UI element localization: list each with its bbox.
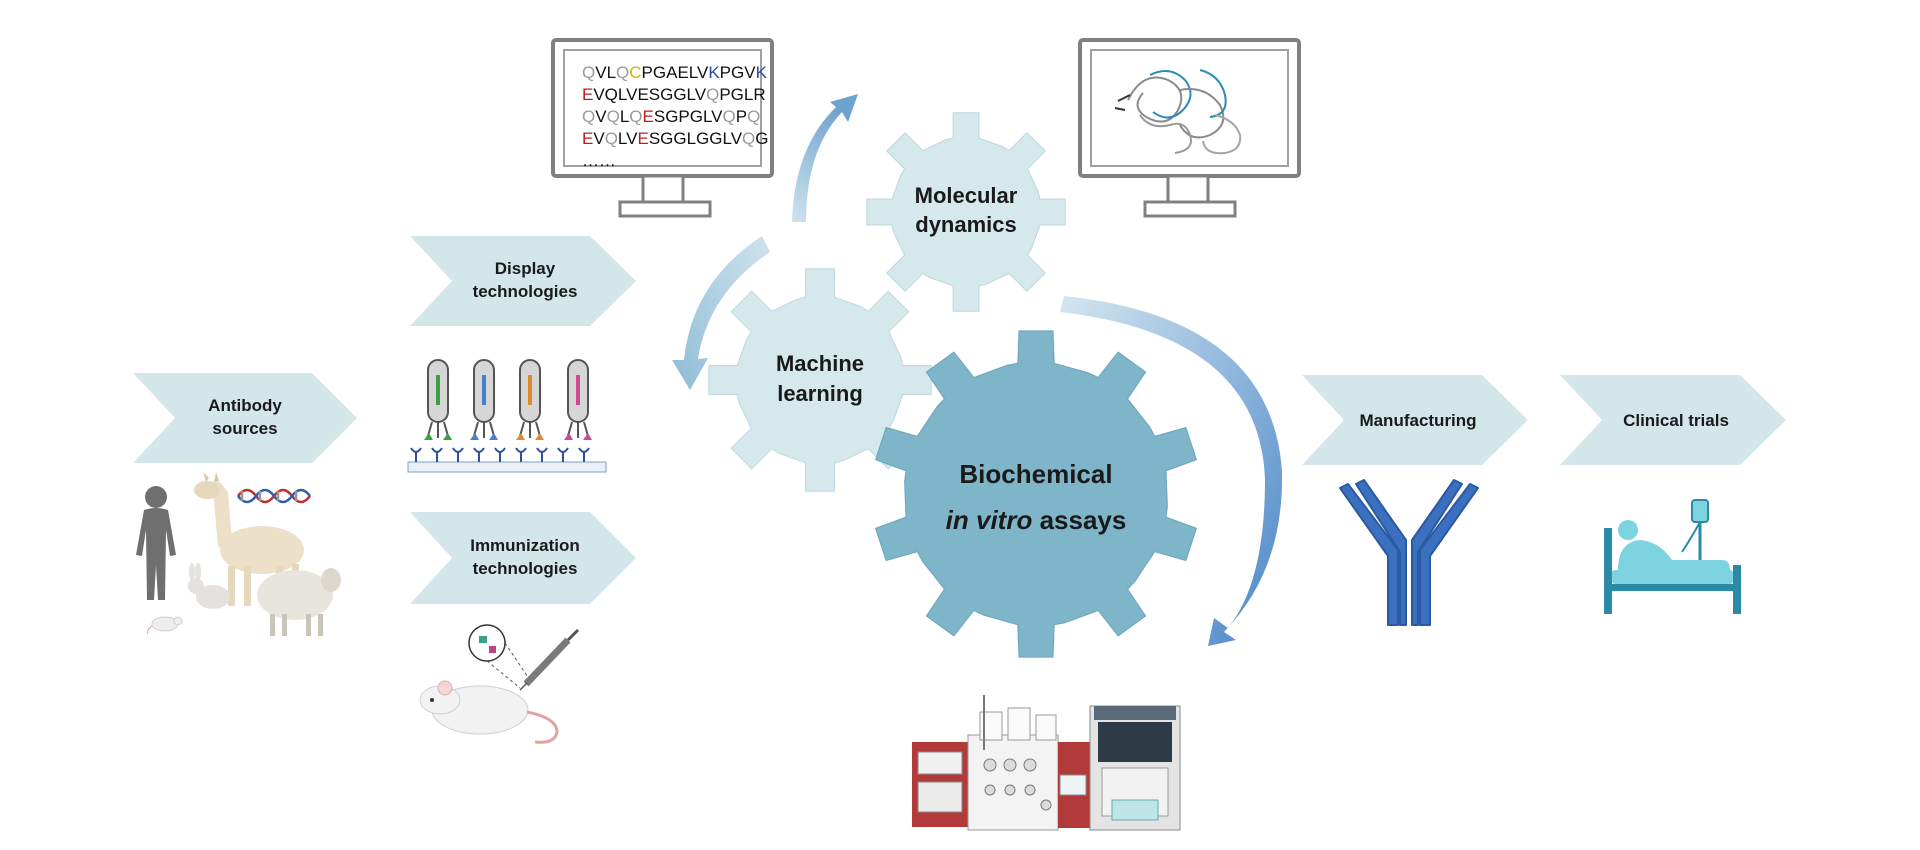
chevron-manufacturing: Manufacturing bbox=[1302, 375, 1528, 465]
sequence-segment: V bbox=[593, 129, 605, 148]
sequence-segment: PGV bbox=[720, 63, 757, 82]
chevron-antibody-sources: Antibody sources bbox=[133, 373, 357, 463]
receptor-icon bbox=[452, 447, 464, 462]
clinical-trials-label: Clinical trials bbox=[1623, 411, 1729, 430]
sequence-segment: LV bbox=[618, 129, 638, 148]
machine-learning-label-line1: Machine bbox=[776, 351, 864, 376]
mouse-injection-illustration bbox=[419, 624, 580, 744]
biochemical-label-line1: Biochemical bbox=[959, 459, 1112, 489]
chevron-clinical-trials: Clinical trials bbox=[1560, 375, 1786, 465]
phage-icon bbox=[470, 359, 498, 440]
receptor-icon bbox=[431, 447, 443, 462]
receptor-icon bbox=[515, 447, 527, 462]
molecular-dynamics-label-line2: dynamics bbox=[915, 212, 1017, 237]
sequence-segment: PGLR bbox=[719, 85, 765, 104]
sequence-segment: Q bbox=[747, 107, 760, 126]
sequence-line: QVQLQESGPGLVQPQ bbox=[582, 107, 760, 126]
sequence-segment: K bbox=[756, 63, 768, 82]
sequence-segment: Q bbox=[629, 107, 642, 126]
sequence-line: EVQLVESGGLGGLVQG bbox=[582, 129, 769, 148]
rabbit-icon bbox=[188, 563, 230, 609]
sequence-monitor-icon: QVLQCPGAELVKPGVKEVQLVESGGLVQPGLRQVQLQESG… bbox=[551, 38, 774, 218]
gear-biochemical-assays: Biochemical in vitro assays bbox=[874, 330, 1198, 658]
sequence-segment: E bbox=[643, 107, 654, 126]
phage-icon bbox=[424, 359, 452, 440]
receptor-icon bbox=[557, 447, 569, 462]
sequence-segment: Q bbox=[723, 107, 736, 126]
machine-learning-label-line2: learning bbox=[777, 381, 863, 406]
sequence-segment: E bbox=[582, 85, 593, 104]
plate-reader-instrument-icon bbox=[1059, 705, 1181, 831]
immunization-technologies-label-line2: technologies bbox=[473, 559, 578, 578]
sequence-segment: V bbox=[595, 107, 607, 126]
sequence-line: EVQLVESGGLVQPGLR bbox=[582, 85, 766, 104]
sequence-segment: G bbox=[755, 129, 768, 148]
sequence-segment: PGAELV bbox=[642, 63, 709, 82]
sequence-line: …… bbox=[582, 151, 616, 170]
display-technologies-label-line2: technologies bbox=[473, 282, 578, 301]
protein-structure-icon bbox=[1114, 69, 1242, 155]
sequence-segment: E bbox=[637, 129, 648, 148]
receptor-icon bbox=[410, 447, 422, 462]
sequence-segment: SGPGLV bbox=[654, 107, 723, 126]
immunization-technologies-label-line1: Immunization bbox=[470, 536, 580, 555]
receptor-icon bbox=[494, 447, 506, 462]
sequence-segment: VQLVESGGLV bbox=[593, 85, 706, 104]
antibody-sources-label-line1: Antibody bbox=[208, 396, 282, 415]
dna-icon bbox=[237, 488, 311, 504]
phage-icon bbox=[516, 359, 544, 440]
in-vitro-text: in vitro bbox=[946, 505, 1033, 535]
sequence-segment: Q bbox=[706, 85, 719, 104]
sequence-segment: E bbox=[582, 129, 593, 148]
chevron-immunization-technologies: Immunization technologies bbox=[410, 512, 636, 604]
molecular-dynamics-label-line1: Molecular bbox=[915, 183, 1018, 208]
sequence-segment: C bbox=[629, 63, 641, 82]
sequence-segment: K bbox=[708, 63, 720, 82]
chevron-display-technologies: Display technologies bbox=[410, 236, 636, 326]
curved-arrow-up bbox=[792, 94, 858, 222]
human-icon bbox=[136, 486, 176, 600]
sequence-line: QVLQCPGAELVKPGVK bbox=[582, 63, 768, 82]
assays-text: assays bbox=[1032, 505, 1126, 535]
curved-arrow-down-left bbox=[672, 236, 770, 390]
biochemical-label-line2: in vitro assays bbox=[946, 505, 1127, 535]
antibody-sources-illustration bbox=[136, 472, 341, 636]
sequence-segment: Q bbox=[582, 63, 595, 82]
display-technologies-label-line1: Display bbox=[495, 259, 556, 278]
receptor-icon bbox=[536, 447, 548, 462]
manufacturing-label: Manufacturing bbox=[1359, 411, 1476, 430]
syringe-icon bbox=[519, 628, 580, 691]
sequence-segment: Q bbox=[582, 107, 595, 126]
chromatography-instrument-icon bbox=[912, 695, 1092, 831]
receptor-icon bbox=[578, 447, 590, 462]
sequence-segment: Q bbox=[607, 107, 620, 126]
sequence-segment: L bbox=[620, 107, 629, 126]
lab-instruments-illustration bbox=[912, 695, 1181, 831]
phage-icon bbox=[564, 359, 592, 440]
receptor-icon bbox=[473, 447, 485, 462]
sequence-segment: P bbox=[736, 107, 747, 126]
hospital-bed-patient-icon bbox=[1604, 499, 1741, 614]
sequence-segment: Q bbox=[742, 129, 755, 148]
sequence-segment: SGGLGGLV bbox=[649, 129, 743, 148]
sequence-text-block: QVLQCPGAELVKPGVKEVQLVESGGLVQPGLRQVQLQESG… bbox=[582, 63, 769, 170]
phage-display-illustration bbox=[407, 359, 607, 473]
sequence-segment: Q bbox=[616, 63, 629, 82]
sequence-segment: …… bbox=[582, 151, 616, 170]
antibody-icon bbox=[1339, 479, 1479, 626]
gear-molecular-dynamics: Molecular dynamics bbox=[866, 112, 1066, 312]
sequence-segment: VL bbox=[595, 63, 616, 82]
structure-monitor-icon bbox=[1078, 38, 1301, 218]
antibody-sources-label-line2: sources bbox=[212, 419, 277, 438]
sheep-icon bbox=[257, 568, 341, 636]
sequence-segment: Q bbox=[605, 129, 618, 148]
gear-machine-learning: Machine learning bbox=[708, 268, 932, 492]
small-mouse-icon bbox=[147, 616, 183, 635]
